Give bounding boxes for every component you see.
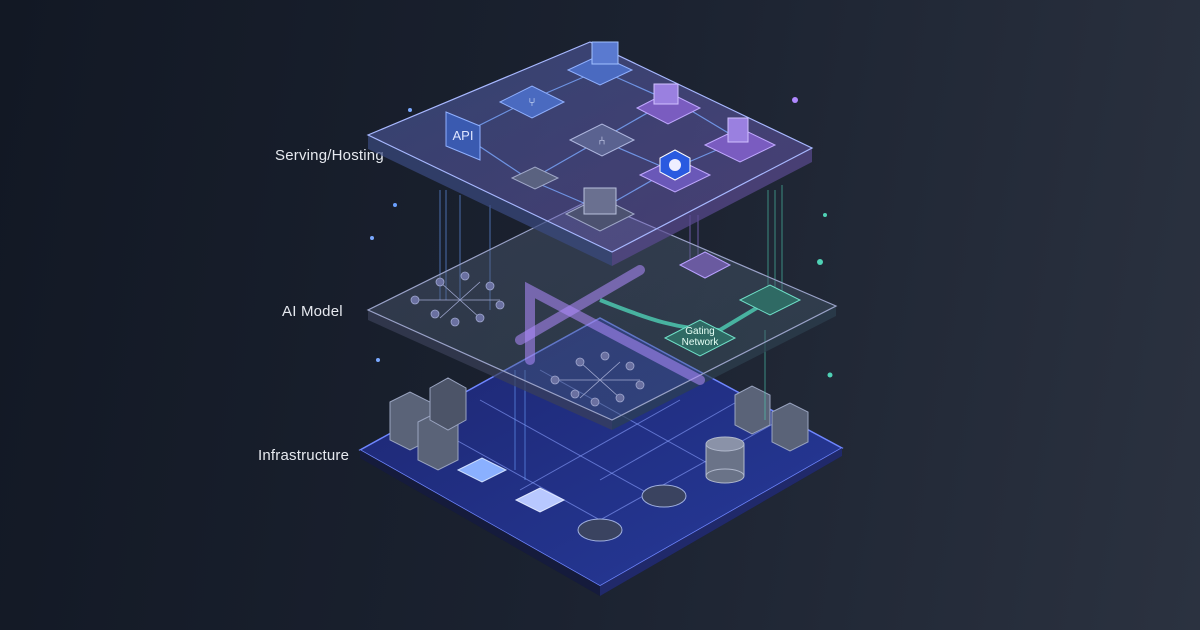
layer-label-infrastructure: Infrastructure bbox=[258, 447, 350, 464]
gating-network-box: Gating Network bbox=[663, 319, 737, 357]
hierarchy-icon: ⑃ bbox=[568, 123, 636, 157]
documents-icon bbox=[703, 117, 777, 163]
monitor-icon bbox=[566, 41, 634, 86]
layer-label-serving: Serving/Hosting bbox=[275, 147, 384, 164]
cube-stack-icon bbox=[635, 83, 702, 125]
api-label: API bbox=[453, 128, 474, 143]
svg-text:⑂: ⑂ bbox=[528, 95, 535, 109]
api-window-icon: API bbox=[445, 111, 481, 161]
neural-network-icon bbox=[410, 271, 505, 327]
router-icon: ⑂ bbox=[498, 85, 566, 119]
neural-network-icon bbox=[550, 351, 645, 407]
server-rack-icon bbox=[389, 377, 467, 471]
database-icon bbox=[705, 436, 745, 484]
gating-label: Gating bbox=[685, 326, 714, 337]
network-router-icon bbox=[577, 484, 687, 542]
chip-icon bbox=[456, 457, 566, 513]
layer-label-ai-model: AI Model bbox=[282, 303, 343, 320]
gating-label-2: Network bbox=[682, 337, 720, 348]
ai-model-layer: Gating Network bbox=[366, 199, 838, 430]
svg-text:⑃: ⑃ bbox=[598, 134, 605, 148]
server-rack-icon bbox=[734, 385, 809, 452]
switch-icon bbox=[510, 166, 560, 190]
sparkles bbox=[370, 97, 833, 378]
expert-node bbox=[678, 251, 732, 279]
infrastructure-layer bbox=[358, 317, 844, 596]
server-cluster-icon bbox=[564, 187, 636, 232]
serving-layer: ⑂ API ⑃ bbox=[366, 41, 814, 266]
kubernetes-icon bbox=[638, 149, 712, 193]
expert-node bbox=[738, 284, 802, 316]
